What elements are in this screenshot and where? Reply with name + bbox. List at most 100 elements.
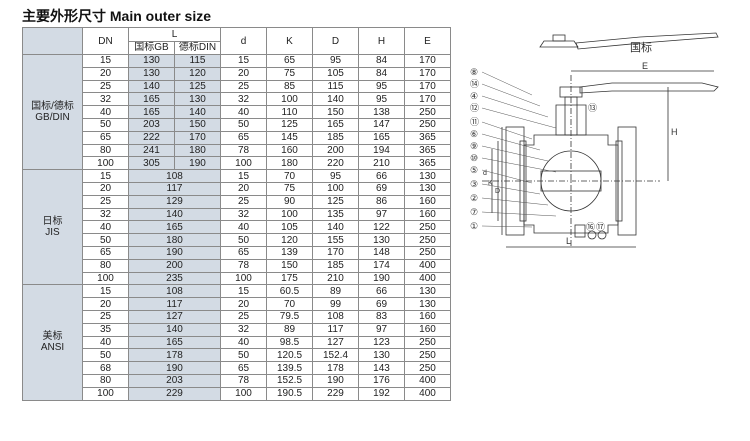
callout-leader bbox=[481, 197, 549, 206]
callout-right: ⑰ bbox=[596, 222, 605, 232]
table-cell: 117 bbox=[128, 181, 221, 196]
table-cell: 229 bbox=[128, 386, 221, 401]
table-cell: 143 bbox=[358, 361, 405, 375]
table-cell: 305 bbox=[128, 156, 175, 171]
table-cell: 89 bbox=[312, 284, 359, 299]
table-cell: 165 bbox=[128, 105, 175, 119]
callout-right: ⑯ bbox=[586, 222, 595, 232]
table-cell: 175 bbox=[266, 271, 313, 286]
table-cell: 140 bbox=[128, 322, 221, 337]
table-cell: 150 bbox=[266, 258, 313, 273]
table-cell: 65 bbox=[82, 245, 129, 260]
table-cell: 185 bbox=[312, 130, 359, 145]
table-cell: 160 bbox=[404, 309, 451, 324]
table-cell: 20 bbox=[82, 181, 129, 196]
callout-left: ⑤ bbox=[470, 165, 478, 175]
table-cell: 115 bbox=[312, 79, 359, 94]
table-cell: 130 bbox=[404, 169, 451, 183]
table-cell: 100 bbox=[220, 386, 267, 401]
callout-left: ⑭ bbox=[470, 79, 479, 89]
table-cell: 120 bbox=[266, 233, 313, 247]
table-cell: 190 bbox=[312, 373, 359, 388]
callout-left: ⑨ bbox=[470, 141, 478, 151]
table-cell: 50 bbox=[220, 348, 267, 363]
table-cell: 125 bbox=[312, 194, 359, 209]
table-cell: 83 bbox=[358, 309, 405, 324]
table-cell: 140 bbox=[174, 105, 221, 119]
dim-k-label: K bbox=[488, 180, 493, 187]
table-cell: 66 bbox=[358, 284, 405, 299]
table-cell: 250 bbox=[404, 335, 451, 350]
table-cell: 25 bbox=[220, 194, 267, 209]
table-cell: 148 bbox=[358, 245, 405, 260]
bolt-nut-2 bbox=[597, 230, 607, 240]
table-cell: 170 bbox=[404, 66, 451, 81]
top-view-body bbox=[539, 40, 579, 48]
table-cell: 40 bbox=[82, 335, 129, 350]
standard-label-line: 国标/德标 bbox=[31, 101, 74, 113]
table-cell: 20 bbox=[220, 66, 267, 81]
top-view-stem bbox=[552, 34, 566, 42]
table-cell: 160 bbox=[266, 143, 313, 158]
table-cell: 125 bbox=[174, 79, 221, 94]
table-cell: 160 bbox=[404, 207, 451, 222]
table-cell: 80 bbox=[82, 373, 129, 388]
table-cell: 15 bbox=[82, 284, 129, 299]
table-cell: 95 bbox=[312, 54, 359, 68]
table-cell: 86 bbox=[358, 194, 405, 209]
table-cell: 192 bbox=[358, 386, 405, 401]
table-cell: 110 bbox=[266, 105, 313, 119]
table-cell: 130 bbox=[128, 66, 175, 81]
table-cell: 250 bbox=[404, 117, 451, 132]
table-cell: 95 bbox=[358, 79, 405, 94]
table-cell: 70 bbox=[266, 169, 313, 183]
table-cell: 250 bbox=[404, 245, 451, 260]
table-cell: 15 bbox=[220, 169, 267, 183]
table-cell: 90 bbox=[266, 194, 313, 209]
header-h: H bbox=[358, 27, 405, 55]
table-cell: 145 bbox=[266, 130, 313, 145]
table-cell: 65 bbox=[220, 361, 267, 375]
table-cell: 50 bbox=[82, 117, 129, 132]
table-cell: 50 bbox=[82, 233, 129, 247]
body-bolt bbox=[574, 224, 586, 238]
table-cell: 190 bbox=[358, 271, 405, 286]
table-cell: 25 bbox=[220, 309, 267, 324]
table-cell: 35 bbox=[82, 322, 129, 337]
callout-left: ④ bbox=[470, 91, 478, 101]
table-cell: 135 bbox=[312, 207, 359, 222]
table-cell: 210 bbox=[312, 271, 359, 286]
table-cell: 174 bbox=[358, 258, 405, 273]
table-cell: 105 bbox=[312, 66, 359, 81]
table-cell: 130 bbox=[174, 92, 221, 107]
table-cell: 127 bbox=[312, 335, 359, 350]
table-cell: 15 bbox=[220, 284, 267, 299]
table-cell: 125 bbox=[266, 117, 313, 132]
table-cell: 140 bbox=[128, 207, 221, 222]
table-cell: 129 bbox=[128, 194, 221, 209]
table-cell: 65 bbox=[220, 245, 267, 260]
table-cell: 100 bbox=[312, 181, 359, 196]
table-cell: 400 bbox=[404, 271, 451, 286]
table-cell: 78 bbox=[220, 143, 267, 158]
table-cell: 32 bbox=[220, 207, 267, 222]
table-cell: 235 bbox=[128, 271, 221, 286]
top-view-handle bbox=[575, 32, 719, 50]
table-cell: 120.5 bbox=[266, 348, 313, 363]
gb-label: 国标 bbox=[630, 40, 652, 54]
